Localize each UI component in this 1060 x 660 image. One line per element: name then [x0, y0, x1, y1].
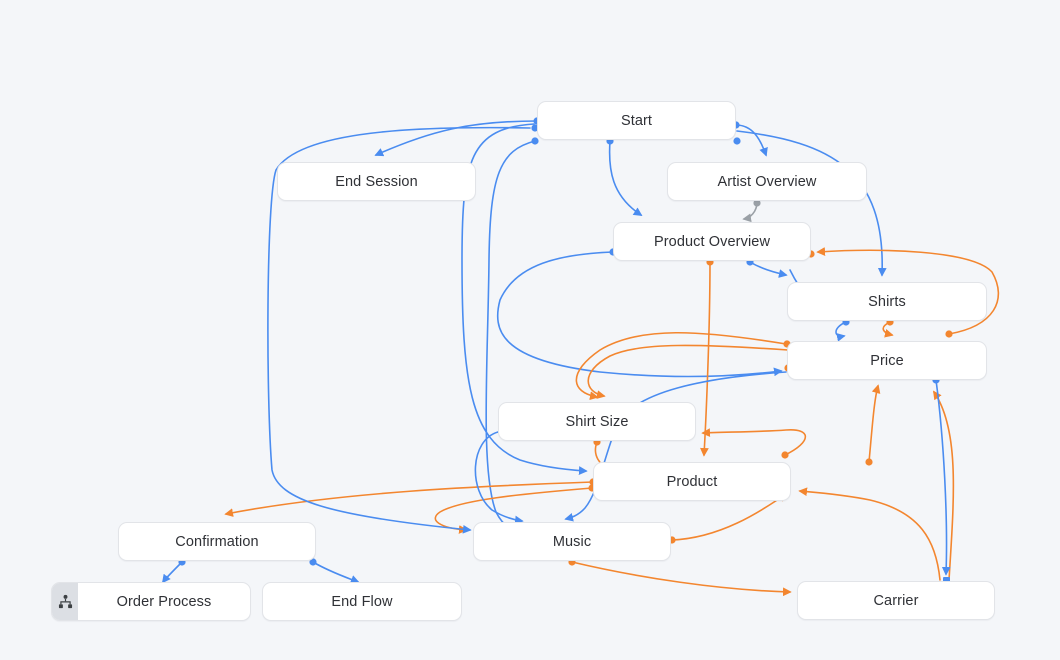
edge-shirts-price-orange	[882, 321, 894, 338]
edge-start-end-session	[374, 120, 538, 157]
edge-carrier-price	[933, 390, 955, 581]
flow-node-end-session[interactable]: End Session	[277, 162, 476, 201]
flow-node-order-process[interactable]: Order Process	[51, 582, 251, 621]
edge-price-carrier	[935, 379, 951, 576]
flow-node-label-end-flow: End Flow	[331, 593, 393, 610]
edge-product-overview-shirts	[749, 261, 788, 278]
flow-node-label-product-overview: Product Overview	[653, 233, 771, 250]
edge-start-music	[485, 140, 536, 540]
flow-node-product-overview[interactable]: Product Overview	[613, 222, 811, 261]
flow-node-label-shirt-size: Shirt Size	[565, 413, 629, 430]
hierarchy-icon	[52, 583, 78, 620]
flow-node-label-carrier: Carrier	[873, 592, 919, 609]
flow-node-product[interactable]: Product	[593, 462, 791, 501]
edge-start-product-overview	[608, 140, 643, 216]
flow-node-end-flow[interactable]: End Flow	[262, 582, 462, 621]
edge-product-confirmation	[224, 481, 594, 517]
edge-product-overview-price	[496, 251, 783, 378]
edge-artist-overview-product-overview	[742, 201, 758, 223]
flow-node-label-price: Price	[870, 352, 904, 369]
flow-node-price[interactable]: Price	[787, 341, 987, 380]
flow-node-label-order-process: Order Process	[116, 593, 212, 610]
flow-node-carrier[interactable]: Carrier	[797, 581, 995, 620]
flow-node-start[interactable]: Start	[537, 101, 736, 140]
edge-shirt-size-music	[474, 431, 524, 525]
flow-node-music[interactable]: Music	[473, 522, 671, 561]
edge-product-shirt-size	[701, 428, 806, 456]
edge-product-overview-product	[700, 261, 711, 457]
edge-price-shirt-size	[575, 331, 787, 401]
flow-node-confirmation[interactable]: Confirmation	[118, 522, 316, 561]
edge-confirmation-order-process	[161, 561, 183, 584]
edge-confirmation-end-flow	[312, 561, 360, 584]
flow-node-shirts[interactable]: Shirts	[787, 282, 987, 321]
edge-start-artist-overview	[735, 124, 768, 157]
flow-node-label-product: Product	[666, 473, 718, 490]
flow-node-label-end-session: End Session	[335, 173, 418, 190]
edge-music-carrier	[571, 561, 792, 597]
flow-node-label-start: Start	[620, 112, 653, 129]
flow-node-artist-overview[interactable]: Artist Overview	[667, 162, 867, 201]
flow-node-label-music: Music	[552, 533, 592, 550]
flow-node-label-shirts: Shirts	[868, 293, 906, 310]
flow-node-shirt-size[interactable]: Shirt Size	[498, 402, 696, 441]
edge-shirts-price-blue	[835, 321, 847, 342]
edge-carrier-product	[798, 487, 941, 581]
edge-price-product-overview	[587, 344, 789, 399]
edge-product-price	[868, 384, 881, 463]
flow-node-label-artist-overview: Artist Overview	[717, 173, 817, 190]
flow-node-label-confirmation: Confirmation	[175, 533, 259, 550]
